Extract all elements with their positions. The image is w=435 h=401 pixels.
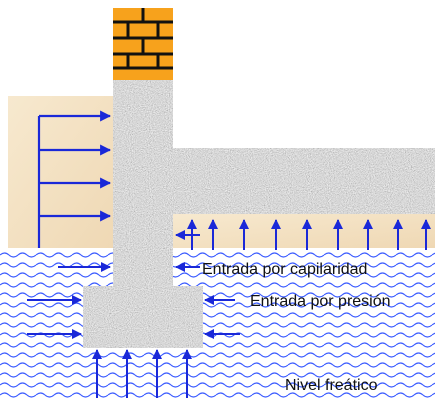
- footing-upward-arrows: [92, 349, 192, 398]
- concrete-wall: [113, 80, 173, 286]
- concrete-footing: [83, 286, 203, 348]
- soil-left: [8, 96, 115, 248]
- concrete-floor-slab: [173, 148, 435, 214]
- brick-wall-top: [113, 8, 173, 80]
- water-table-area: [0, 248, 435, 401]
- pressure-arrows: [27, 295, 240, 339]
- label-pressure-entry: Entrada por presión: [250, 293, 391, 310]
- slab-capillary-arrows: [187, 219, 431, 250]
- soil-pressure-arrows: [37, 110, 112, 248]
- label-water-table: Nivel freático: [285, 377, 378, 394]
- capillarity-arrows: [58, 230, 200, 272]
- label-capillary-entry: Entrada por capilaridad: [202, 261, 367, 278]
